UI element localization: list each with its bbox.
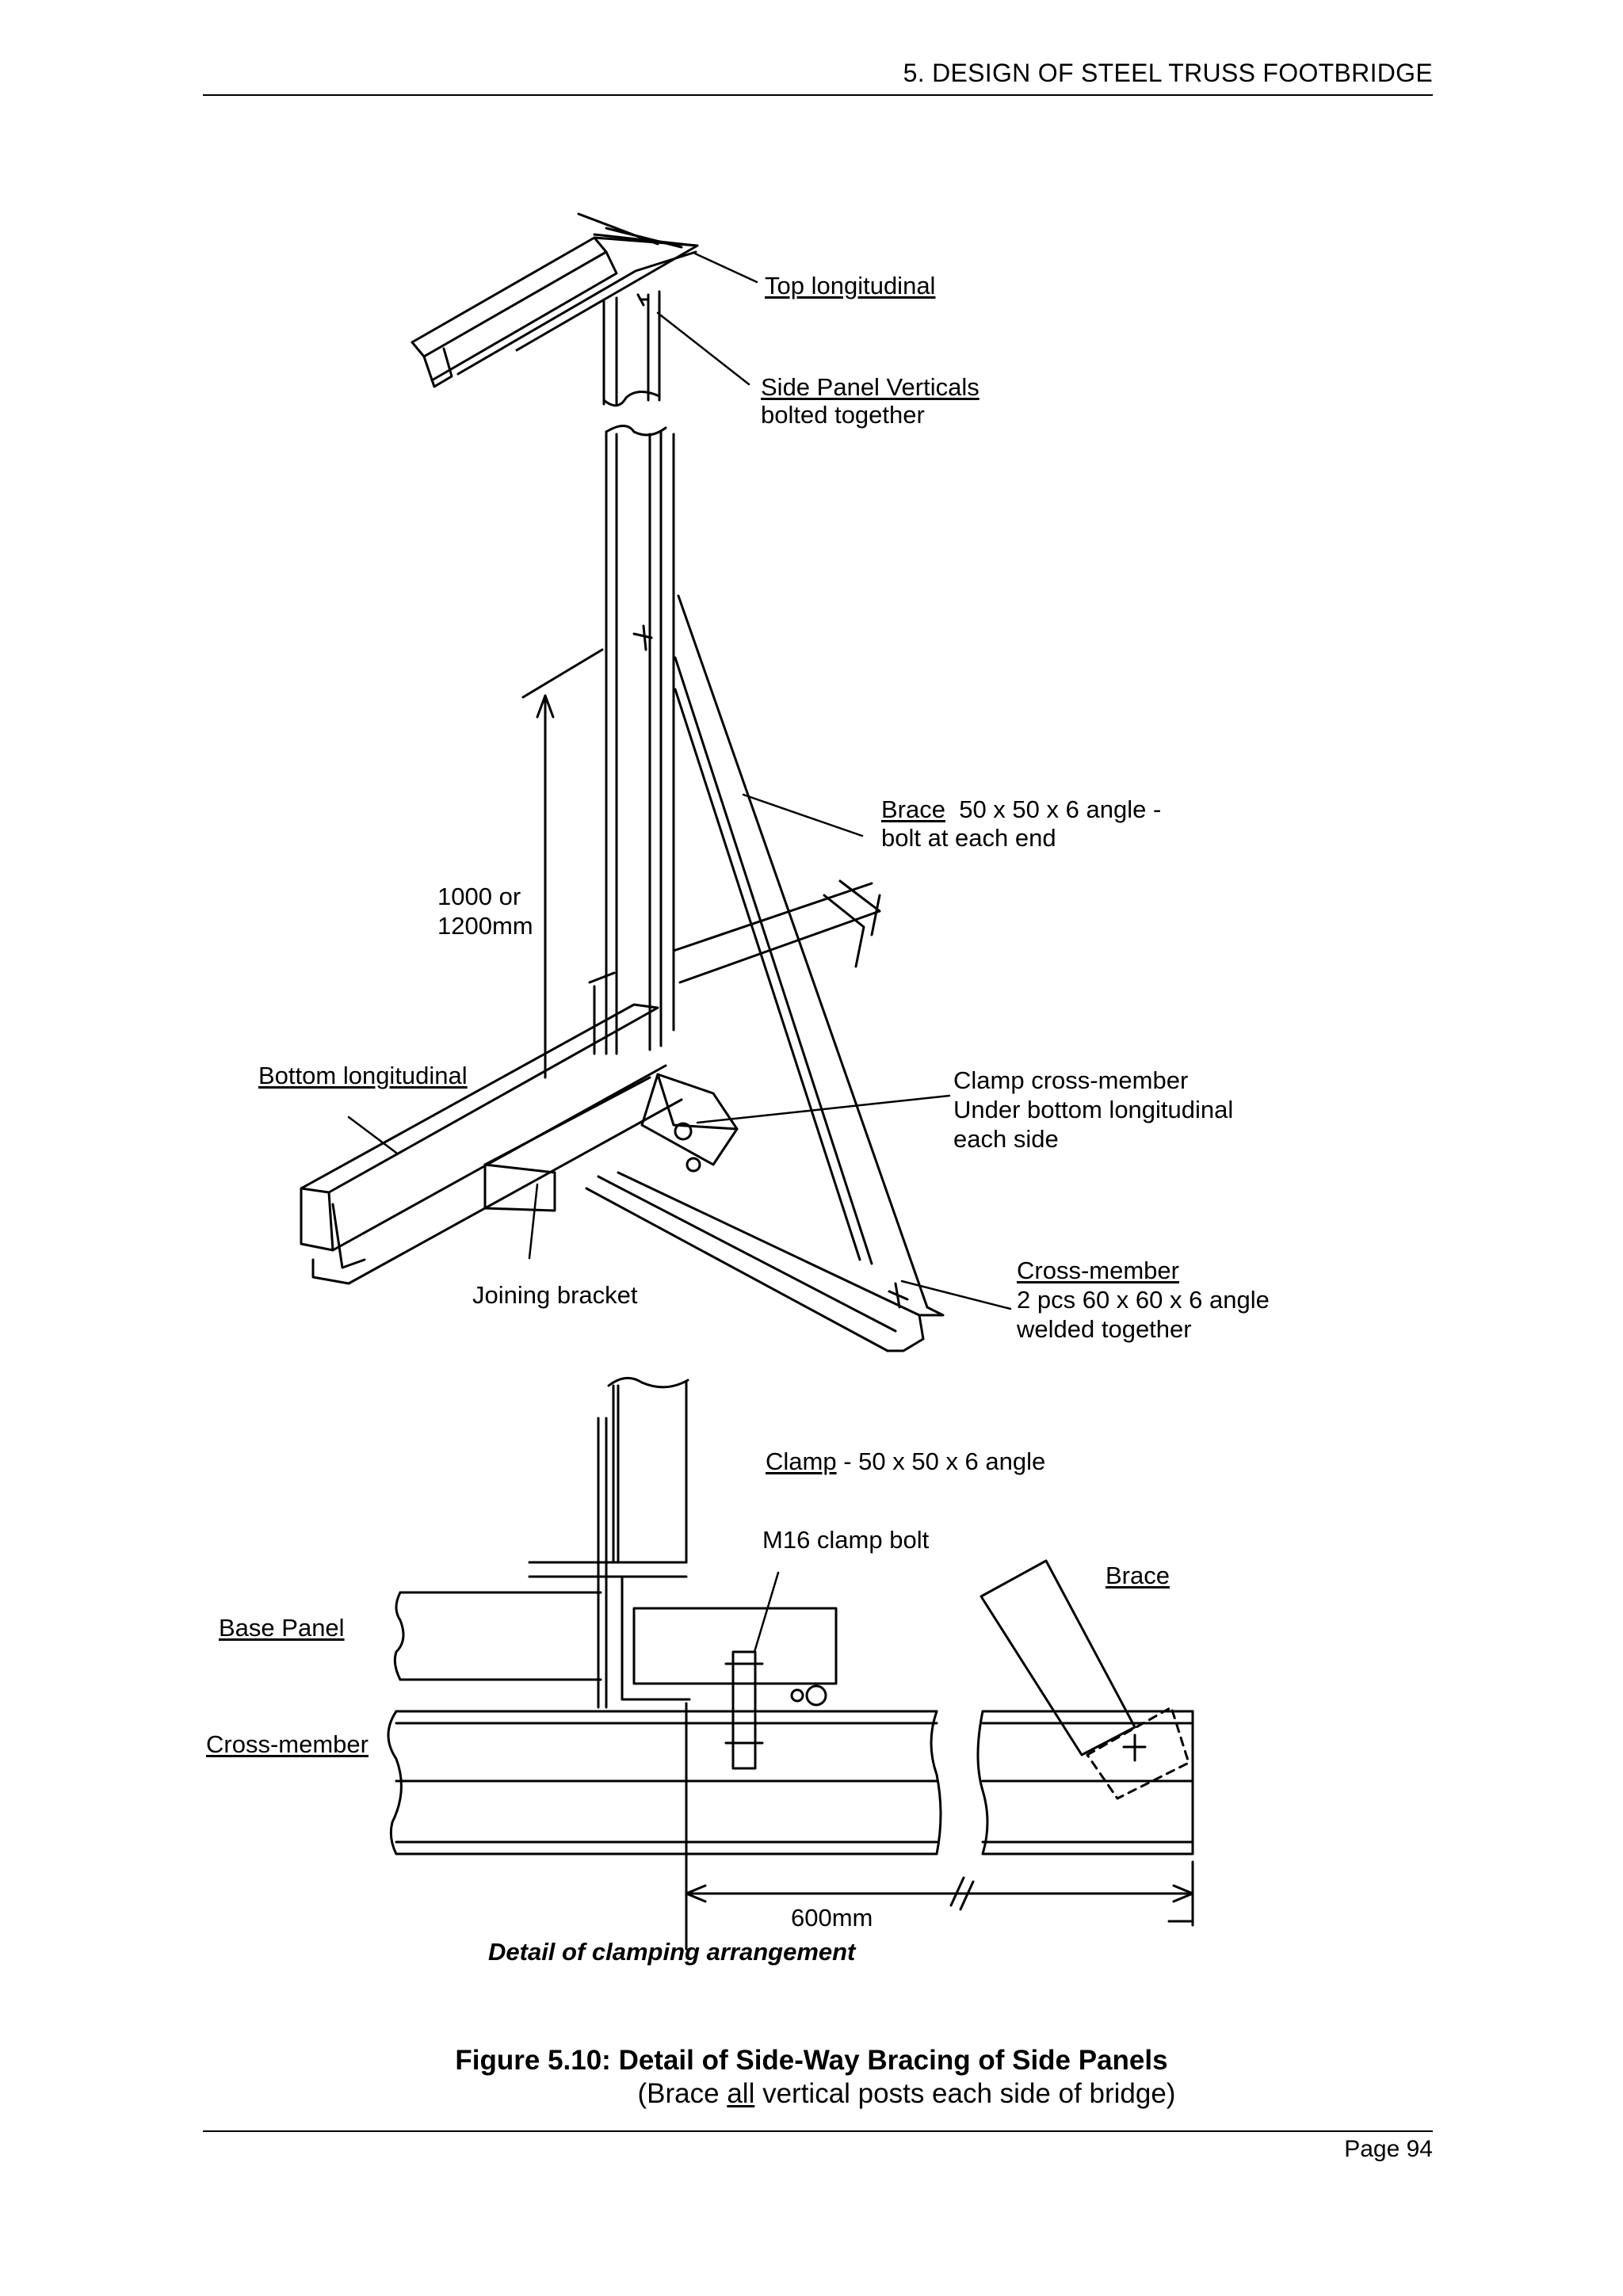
label-cross-member-note: welded together (1017, 1315, 1192, 1343)
figure-subtitle: (Brace all vertical posts each side of b… (190, 2077, 1623, 2111)
cross-member-angles (585, 1171, 925, 1352)
label-side-panel-verticals-note: bolted together (761, 401, 925, 429)
label-clamp-cross-member-1: Clamp cross-member (953, 1066, 1189, 1094)
label-top-longitudinal: Top longitudinal (765, 272, 936, 299)
label-bottom-longitudinal: Bottom longitudinal (258, 1062, 468, 1089)
footer-rule (203, 2130, 1433, 2132)
spacing-dimension (685, 1860, 1194, 1927)
clamp-angle (632, 1607, 838, 1707)
figure-subtitle-after: vertical posts each side of bridge) (754, 2078, 1176, 2109)
bottom-longitudinal-member (300, 879, 881, 1285)
base-panel (393, 1561, 691, 1701)
label-clamp-title: Clamp (766, 1447, 837, 1475)
clamp-block (640, 1073, 739, 1173)
side-panel-vertical-upper (602, 290, 661, 407)
height-dimension (521, 648, 604, 1079)
detail-title: Detail of clamping arrangement (488, 1938, 856, 1966)
figure-subtitle-emphasis: all (727, 2078, 755, 2109)
brace-member (674, 594, 945, 1317)
label-brace: Brace 50 x 50 x 6 angle - (881, 795, 1161, 824)
label-brace-spec: 50 x 50 x 6 angle - (945, 795, 1162, 823)
label-height-2: 1200mm (437, 912, 533, 940)
label-600mm: 600mm (791, 1904, 873, 1932)
label-clamp-cross-member-3: each side (953, 1125, 1059, 1153)
figure-caption: Figure 5.10: Detail of Side-Way Bracing … (0, 2044, 1623, 2111)
label-lower-cross-member: Cross-member (206, 1730, 369, 1758)
lower-leader-lines (753, 1571, 780, 1653)
header-rule (203, 94, 1433, 96)
lower-brace (980, 1559, 1190, 1800)
cross-member-section (387, 1702, 1194, 1951)
upper-leader-lines (347, 252, 1012, 1310)
label-base-panel: Base Panel (219, 1614, 345, 1642)
label-brace-note: bolt at each end (881, 824, 1056, 852)
label-clamp: Clamp - 50 x 50 x 6 angle (766, 1447, 1045, 1476)
label-m16-clamp-bolt: M16 clamp bolt (762, 1526, 930, 1554)
label-cross-member-spec: 2 pcs 60 x 60 x 6 angle (1017, 1286, 1270, 1314)
label-brace-title: Brace (881, 795, 945, 823)
page-number: Page 94 (1344, 2136, 1433, 2162)
label-cross-member-title: Cross-member (1017, 1257, 1179, 1284)
clamp-bolt (724, 1650, 764, 1770)
top-longitudinal-member (411, 212, 699, 388)
label-joining-bracket: Joining bracket (472, 1281, 638, 1309)
figure-title: Figure 5.10: Detail of Side-Way Bracing … (455, 2045, 1168, 2076)
figure-subtitle-before: (Brace (637, 2078, 727, 2109)
running-header: 5. DESIGN OF STEEL TRUSS FOOTBRIDGE (903, 59, 1433, 87)
label-clamp-spec: - 50 x 50 x 6 angle (836, 1447, 1046, 1475)
lower-vertical-post (597, 1376, 689, 1709)
joining-bracket (483, 1076, 651, 1212)
label-clamp-cross-member-2: Under bottom longitudinal (953, 1096, 1234, 1123)
label-side-panel-verticals: Side Panel Verticals (761, 373, 980, 401)
side-panel-vertical-lower (605, 425, 675, 1055)
label-height-1: 1000 or (437, 883, 521, 910)
label-lower-brace: Brace (1106, 1562, 1170, 1589)
